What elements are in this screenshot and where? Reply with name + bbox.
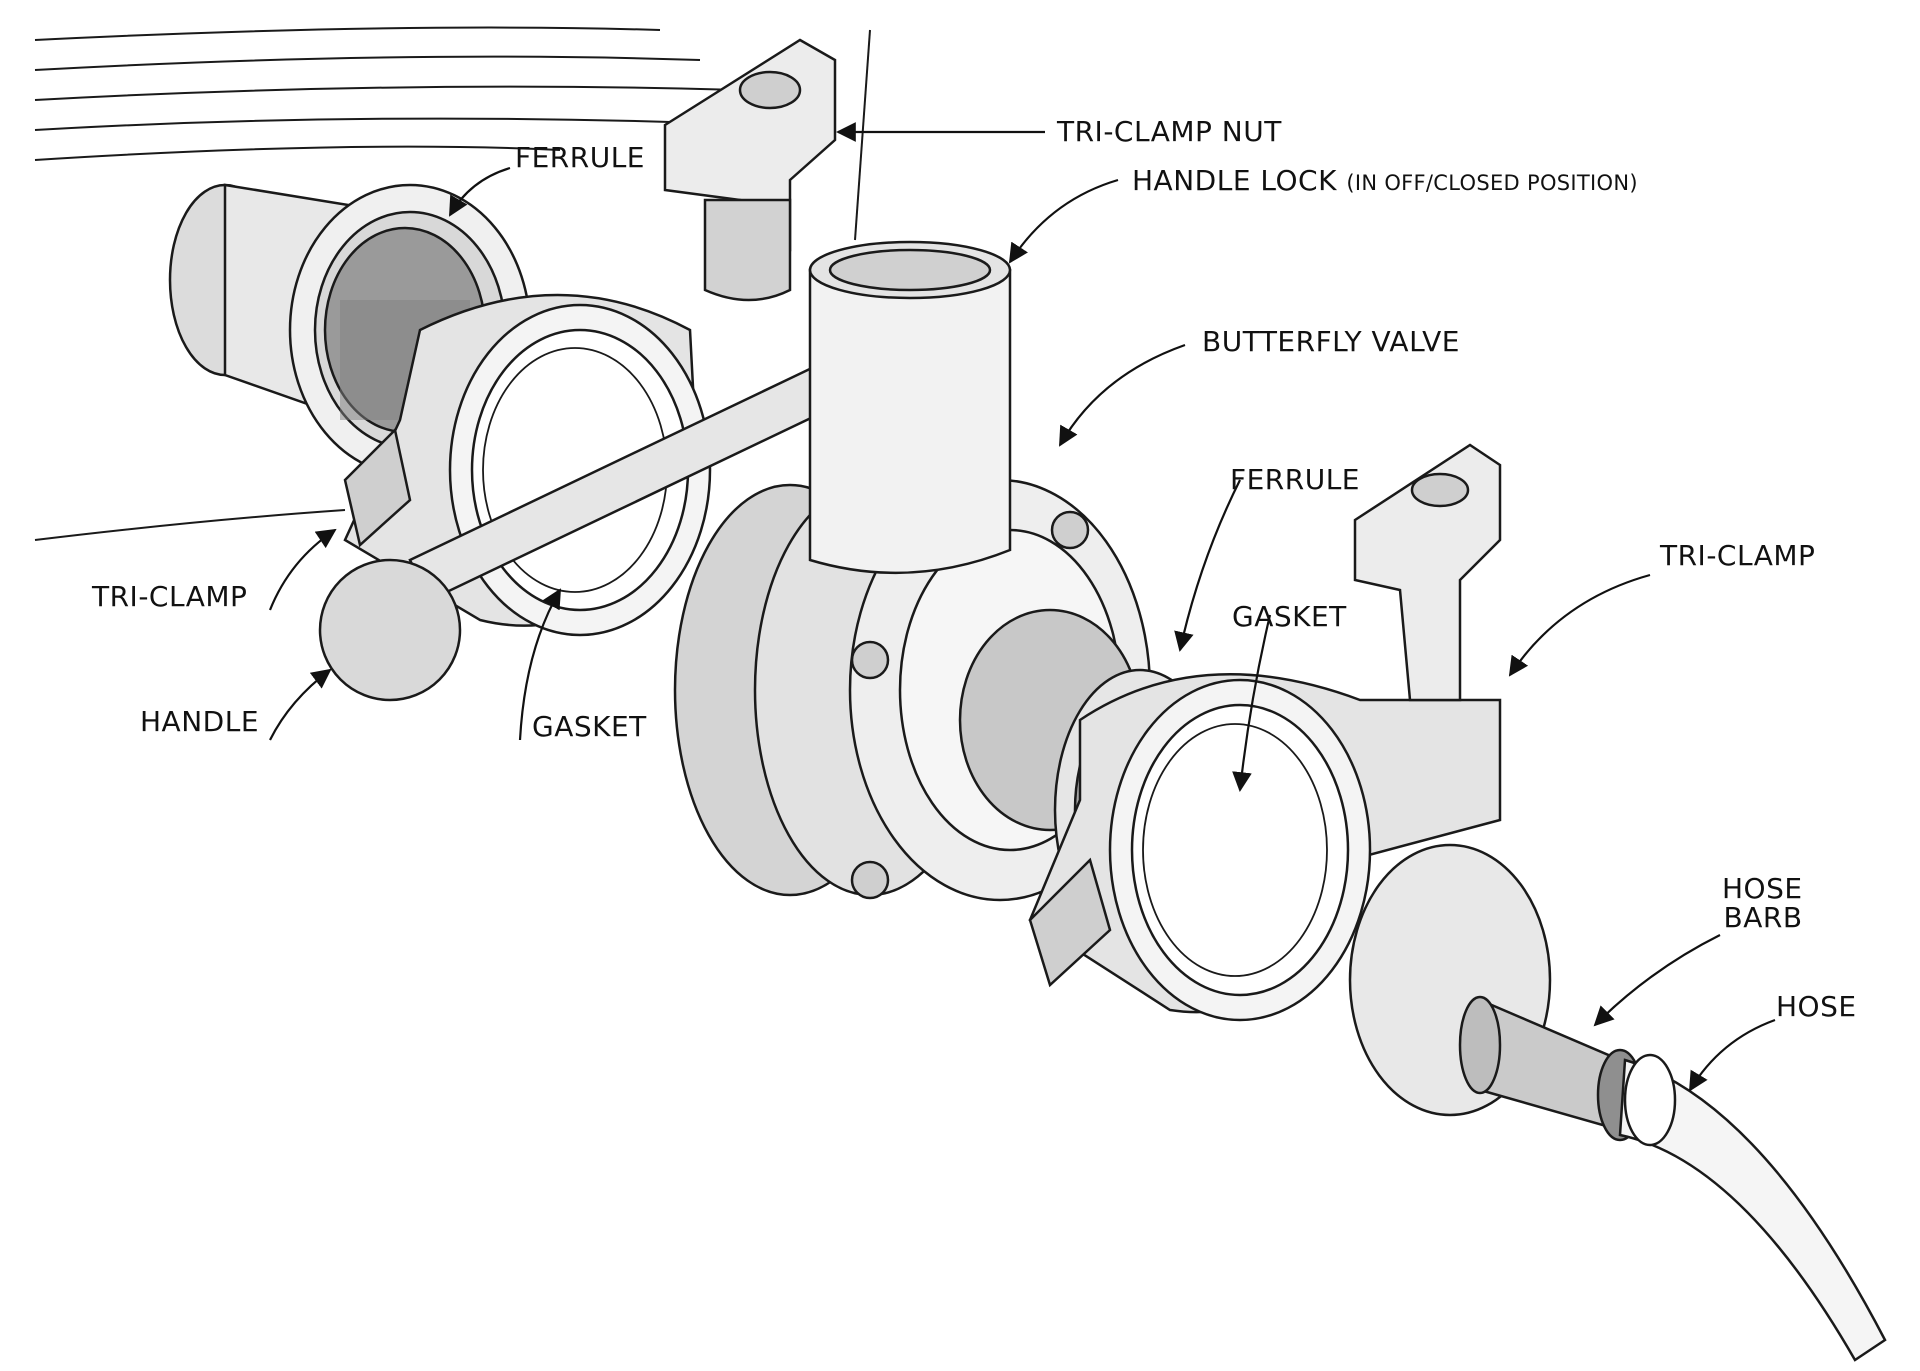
tri-clamp-nut-top xyxy=(663,38,837,302)
label-gasket-right: GASKET xyxy=(1232,600,1347,633)
label-handle-lock-note: (IN OFF/CLOSED POSITION) xyxy=(1346,171,1638,195)
label-ferrule-middle: FERRULE xyxy=(1230,463,1360,496)
hose-barb xyxy=(1348,843,1644,1142)
kettle-outline xyxy=(34,26,871,541)
label-handle-lock: HANDLE LOCK (IN OFF/CLOSED POSITION) xyxy=(1132,166,1638,195)
label-gasket-left: GASKET xyxy=(532,710,647,743)
leader-arrows xyxy=(268,122,1776,1092)
tri-clamp-right xyxy=(1028,443,1502,1022)
label-tri-clamp-left: TRI-CLAMP xyxy=(92,580,248,613)
label-ferrule-top: FERRULE xyxy=(515,141,645,174)
ferrule-left xyxy=(168,183,532,477)
hose xyxy=(1618,1053,1887,1362)
label-hose-barb-line2: BARB xyxy=(1723,901,1803,935)
label-tri-clamp-nut: TRI-CLAMP NUT xyxy=(1057,115,1282,148)
label-handle: HANDLE xyxy=(140,705,260,738)
label-handle-lock-text: HANDLE LOCK xyxy=(1132,164,1337,197)
label-tri-clamp-right: TRI-CLAMP xyxy=(1660,539,1816,572)
label-hose-barb: HOSE BARB xyxy=(1722,874,1803,933)
label-butterfly-valve: BUTTERFLY VALVE xyxy=(1202,325,1460,358)
butterfly-valve-body xyxy=(673,240,1152,902)
label-hose: HOSE xyxy=(1776,990,1857,1023)
label-hose-barb-line1: HOSE xyxy=(1722,872,1803,905)
